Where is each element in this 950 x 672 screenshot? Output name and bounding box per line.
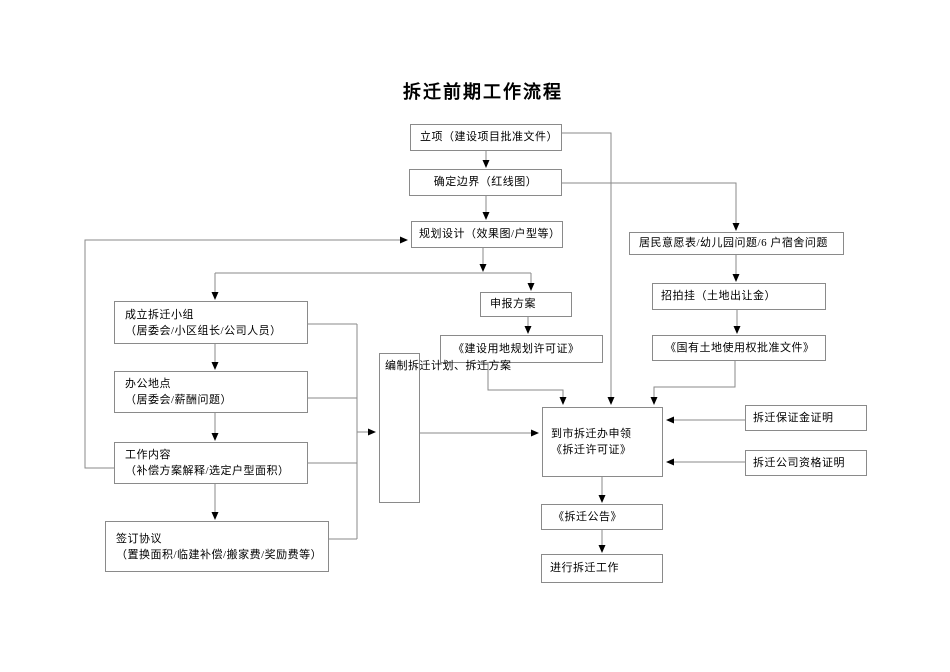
connector-guoyou-shenling (650, 361, 736, 405)
node-apply-demolition-permit: 到市拆迁办申领 《拆迁许可证》 (542, 407, 663, 477)
node-office-location-line1: 办公地点 (125, 378, 171, 390)
node-form-demolition-team-line2: （居委会/小区组长/公司人员） (125, 324, 282, 337)
node-land-planning-permit: 《建设用地规划许可证》 (440, 335, 603, 363)
node-sign-agreement-line2: （置换面积/临建补偿/搬家费/奖励费等） (116, 548, 323, 561)
node-demolition-plan-box (379, 353, 420, 503)
node-demolition-plan-label: 编制拆迁计划、拆迁方案 (385, 360, 512, 372)
node-work-content-line1: 工作内容 (125, 449, 171, 461)
node-demolition-notice: 《拆迁公告》 (541, 504, 663, 530)
node-form-demolition-team-line1: 成立拆迁小组 (125, 308, 194, 321)
node-apply-demolition-permit-line2: 《拆迁许可证》 (551, 444, 632, 456)
connector-gongzuo-guihua-loop (84, 236, 408, 469)
node-declare-plan: 申报方案 (480, 292, 572, 317)
node-office-location: 办公地点 （居委会/薪酬问题） (114, 371, 308, 413)
node-work-content: 工作内容 （补偿方案解释/选定户型面积） (114, 442, 308, 484)
node-sign-agreement-line1: 签订协议 (116, 532, 162, 545)
node-work-content-line2: （补偿方案解释/选定户型面积） (125, 465, 290, 477)
node-deposit-certificate: 拆迁保证金证明 (745, 405, 867, 431)
connector-bianjie-jumin (562, 182, 740, 231)
node-office-location-line2: （居委会/薪酬问题） (125, 394, 233, 406)
node-resident-willingness: 居民意愿表/幼儿园问题/6 户宿舍问题 (629, 232, 844, 255)
node-sign-agreement: 签订协议 （置换面积/临建补偿/搬家费/奖励费等） (105, 521, 329, 572)
node-company-qualification: 拆迁公司资格证明 (745, 450, 867, 476)
node-form-demolition-team: 成立拆迁小组 （居委会/小区组长/公司人员） (114, 301, 308, 344)
node-apply-demolition-permit-line1: 到市拆迁办申领 (551, 428, 632, 440)
node-boundary-definition: 确定边界（红线图） (409, 169, 562, 196)
node-land-auction: 招拍挂（土地出让金） (652, 283, 826, 310)
node-state-land-approval: 《国有土地使用权批准文件》 (652, 335, 826, 361)
node-project-approval: 立项（建设项目批准文件） (410, 124, 562, 151)
node-carry-out-demolition: 进行拆迁工作 (541, 554, 663, 583)
page-title: 拆迁前期工作流程 (403, 82, 563, 102)
node-planning-design: 规划设计（效果图/户型等） (411, 221, 563, 248)
